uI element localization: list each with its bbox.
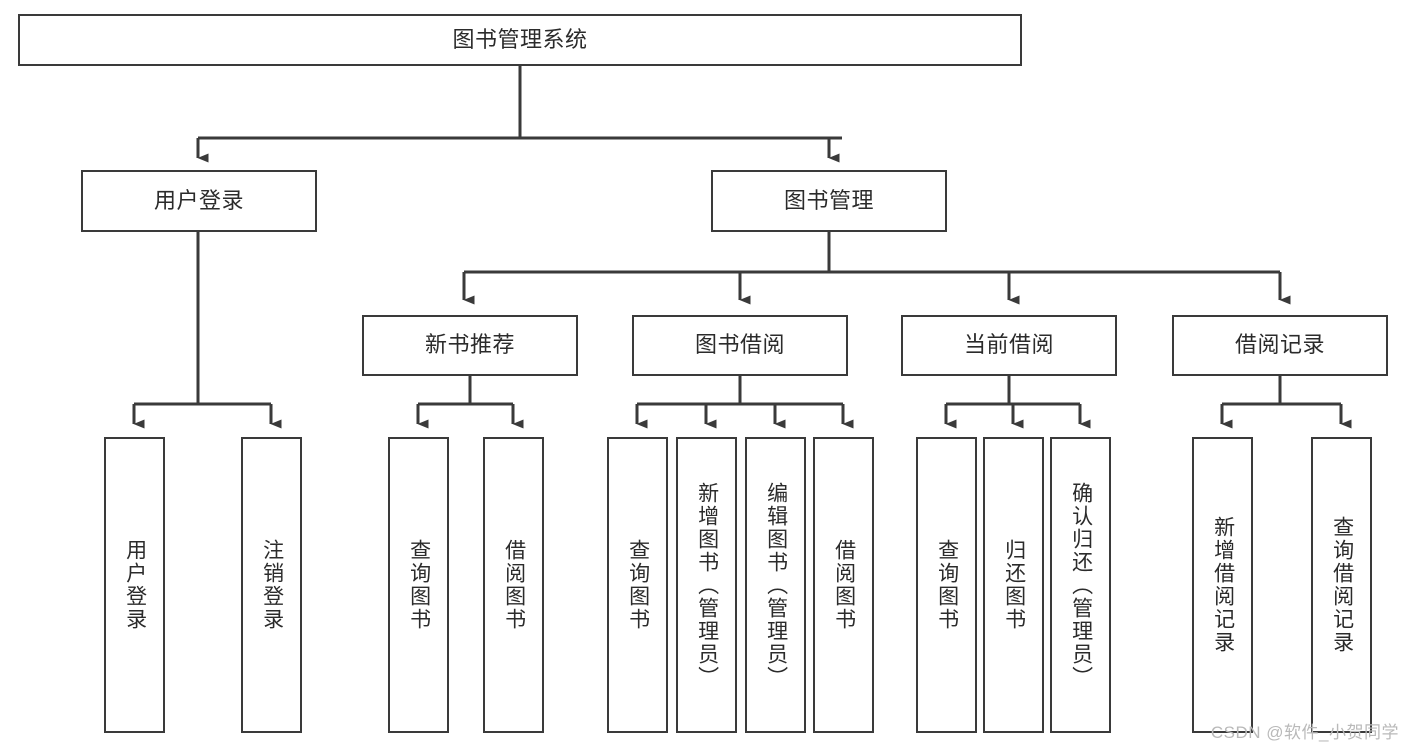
node-borrow-record-label: 借阅记录 — [1234, 332, 1325, 358]
node-book-manage[interactable]: 图书管理 — [711, 170, 947, 232]
node-leaf-user-login-label: 用户登录 — [123, 539, 147, 631]
node-leaf-logout[interactable]: 注销登录 — [241, 437, 302, 733]
node-leaf-query-record[interactable]: 查询借阅记录 — [1311, 437, 1372, 733]
node-book-borrow-label: 图书借阅 — [694, 332, 785, 358]
node-leaf-borrow-book-2[interactable]: 借阅图书 — [813, 437, 874, 733]
node-root-label: 图书管理系统 — [452, 26, 588, 52]
node-leaf-user-login[interactable]: 用户登录 — [104, 437, 165, 733]
node-leaf-query-book-3[interactable]: 查询图书 — [916, 437, 977, 733]
node-leaf-query-book-2-label: 查询图书 — [626, 539, 650, 631]
node-leaf-return-book[interactable]: 归还图书 — [983, 437, 1044, 733]
node-leaf-edit-book-label: 编辑图书（管理员） — [764, 481, 788, 689]
node-leaf-query-book-3-label: 查询图书 — [935, 539, 959, 631]
node-leaf-query-record-label: 查询借阅记录 — [1330, 516, 1354, 654]
node-user-login[interactable]: 用户登录 — [81, 170, 317, 232]
node-user-login-label: 用户登录 — [153, 187, 244, 213]
node-leaf-return-book-label: 归还图书 — [1002, 539, 1026, 631]
watermark-text: CSDN @软件_小贺同学 — [1210, 723, 1399, 742]
node-new-book-rec[interactable]: 新书推荐 — [362, 315, 578, 376]
node-leaf-query-book-2[interactable]: 查询图书 — [607, 437, 668, 733]
node-leaf-query-book-1-label: 查询图书 — [407, 539, 431, 631]
node-leaf-borrow-book-1[interactable]: 借阅图书 — [483, 437, 544, 733]
node-leaf-confirm-return[interactable]: 确认归还（管理员） — [1050, 437, 1111, 733]
node-leaf-borrow-book-2-label: 借阅图书 — [832, 539, 856, 631]
node-leaf-add-record[interactable]: 新增借阅记录 — [1192, 437, 1253, 733]
node-new-book-rec-label: 新书推荐 — [424, 332, 515, 358]
node-leaf-add-record-label: 新增借阅记录 — [1211, 516, 1235, 654]
node-borrow-record[interactable]: 借阅记录 — [1172, 315, 1388, 376]
node-leaf-query-book-1[interactable]: 查询图书 — [388, 437, 449, 733]
node-leaf-logout-label: 注销登录 — [260, 539, 284, 631]
node-current-borrow-label: 当前借阅 — [963, 332, 1054, 358]
node-book-manage-label: 图书管理 — [783, 187, 874, 213]
node-book-borrow[interactable]: 图书借阅 — [632, 315, 848, 376]
node-root[interactable]: 图书管理系统 — [18, 14, 1022, 66]
node-leaf-add-book-label: 新增图书（管理员） — [695, 481, 719, 689]
node-leaf-confirm-return-label: 确认归还（管理员） — [1069, 481, 1093, 689]
node-leaf-edit-book[interactable]: 编辑图书（管理员） — [745, 437, 806, 733]
node-current-borrow[interactable]: 当前借阅 — [901, 315, 1117, 376]
node-leaf-add-book[interactable]: 新增图书（管理员） — [676, 437, 737, 733]
node-leaf-borrow-book-1-label: 借阅图书 — [502, 539, 526, 631]
